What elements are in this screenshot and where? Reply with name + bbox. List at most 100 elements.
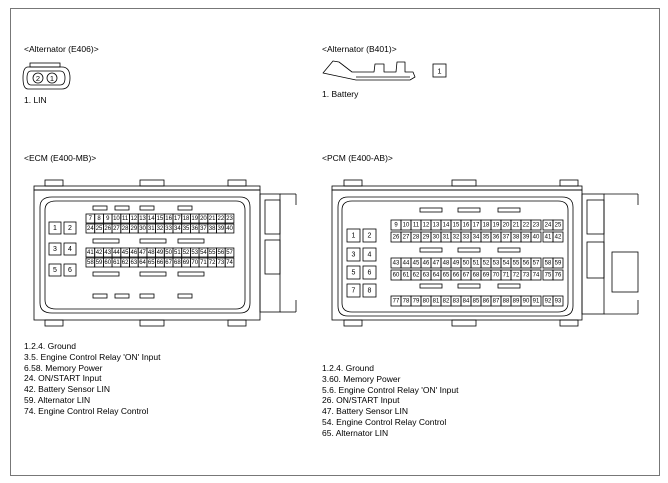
pin-label: 70	[493, 272, 500, 278]
pin-label: 43	[104, 250, 111, 256]
pin-label: 63	[131, 260, 138, 266]
pin-label: 91	[533, 298, 540, 304]
pin-label: 90	[523, 298, 530, 304]
ecm-tab	[44, 179, 64, 187]
pin-label: 44	[403, 260, 410, 266]
ecm-legend-item: 42. Battery Sensor LIN	[24, 384, 110, 395]
ecm-tab	[44, 319, 64, 327]
pin-label: 15	[453, 222, 460, 228]
pin-label: 7	[89, 216, 93, 222]
pin-label: 5	[352, 269, 356, 276]
pcm-lever	[581, 193, 605, 315]
pin-label: 52	[483, 260, 490, 266]
pin-label: 42	[555, 234, 562, 240]
pin-label: 64	[433, 272, 440, 278]
pin-label: 11	[122, 216, 129, 222]
pin-label: 21	[209, 216, 216, 222]
pin-label: 71	[503, 272, 510, 278]
e406-pin-1	[46, 72, 58, 84]
pin-cell	[346, 247, 361, 262]
pin-label: 83	[453, 298, 460, 304]
pin-label: 48	[443, 260, 450, 266]
pin-label: 66	[157, 260, 164, 266]
pin-label: 21	[513, 222, 520, 228]
e406-pin-2	[32, 72, 44, 84]
pin-label: 80	[423, 298, 430, 304]
pin-label: 35	[183, 226, 190, 232]
pin-label: 65	[443, 272, 450, 278]
pin-label: 19	[493, 222, 500, 228]
pin-label: 46	[423, 260, 430, 266]
pin-label: 25	[555, 222, 562, 228]
pin-cell	[362, 228, 377, 243]
key-slot	[177, 271, 205, 277]
pcm-lever-plate	[611, 251, 639, 293]
pin-label: 3	[53, 246, 57, 253]
ecm-cavity-inner	[44, 200, 246, 310]
pcm-legend-item: 65. Alternator LIN	[322, 427, 389, 438]
key-slot	[177, 293, 193, 299]
pcm-tab	[559, 179, 579, 187]
pin-label: 51	[174, 250, 181, 256]
pin-label: 58	[87, 260, 94, 266]
pin-label: 68	[473, 272, 480, 278]
pin-label: 13	[433, 222, 440, 228]
pin-label: 72	[209, 260, 216, 266]
pin-label: 33	[165, 226, 172, 232]
pin-label: 75	[545, 272, 552, 278]
pin-label: 20	[200, 216, 207, 222]
key-slot	[457, 247, 481, 253]
pin-cell	[530, 269, 542, 281]
key-slot	[92, 271, 120, 277]
pin-label: 82	[443, 298, 450, 304]
pin-label: 23	[533, 222, 540, 228]
pin-label: 53	[493, 260, 500, 266]
pin-cell	[552, 219, 564, 231]
pin-cell	[530, 257, 542, 269]
ecm-lever-window	[264, 199, 281, 235]
pin-cell	[552, 257, 564, 269]
pin-label: 39	[218, 226, 225, 232]
pin-label: 2	[68, 225, 72, 232]
pin-label: 28	[413, 234, 420, 240]
pin-label: 79	[413, 298, 420, 304]
pin-cell	[362, 283, 377, 298]
pin-label: 81	[433, 298, 440, 304]
pin-cell	[346, 228, 361, 243]
key-slot	[92, 205, 108, 211]
pin-label: 32	[157, 226, 164, 232]
pin-label: 26	[393, 234, 400, 240]
e406-housing	[22, 66, 71, 90]
pcm-title: <PCM (E400-AB)>	[322, 153, 393, 163]
key-slot	[92, 293, 108, 299]
ecm-lever-window	[264, 239, 281, 275]
pin-label: 54	[503, 260, 510, 266]
pin-label: 34	[174, 226, 181, 232]
pin-label: 38	[513, 234, 520, 240]
pin-label: 32	[453, 234, 460, 240]
pin-label: 59	[555, 260, 562, 266]
pin-cell	[63, 242, 77, 256]
key-slot	[419, 283, 443, 289]
e406-pin-label: 2	[36, 74, 40, 83]
pin-label: 59	[96, 260, 103, 266]
key-slot	[419, 247, 443, 253]
pin-label: 86	[483, 298, 490, 304]
pin-label: 84	[463, 298, 470, 304]
pin-label: 52	[183, 250, 190, 256]
ecm-top-rail	[33, 185, 261, 191]
pin-label: 49	[157, 250, 164, 256]
pin-label: 13	[139, 216, 146, 222]
pin-label: 27	[113, 226, 120, 232]
pin-label: 85	[473, 298, 480, 304]
ecm-tab	[139, 319, 165, 327]
e406-latch	[29, 62, 61, 68]
b401-pin-label: 1	[437, 66, 441, 75]
pin-label: 87	[493, 298, 500, 304]
key-slot	[457, 283, 481, 289]
pcm-tab	[559, 319, 579, 327]
pin-cell	[224, 223, 235, 234]
